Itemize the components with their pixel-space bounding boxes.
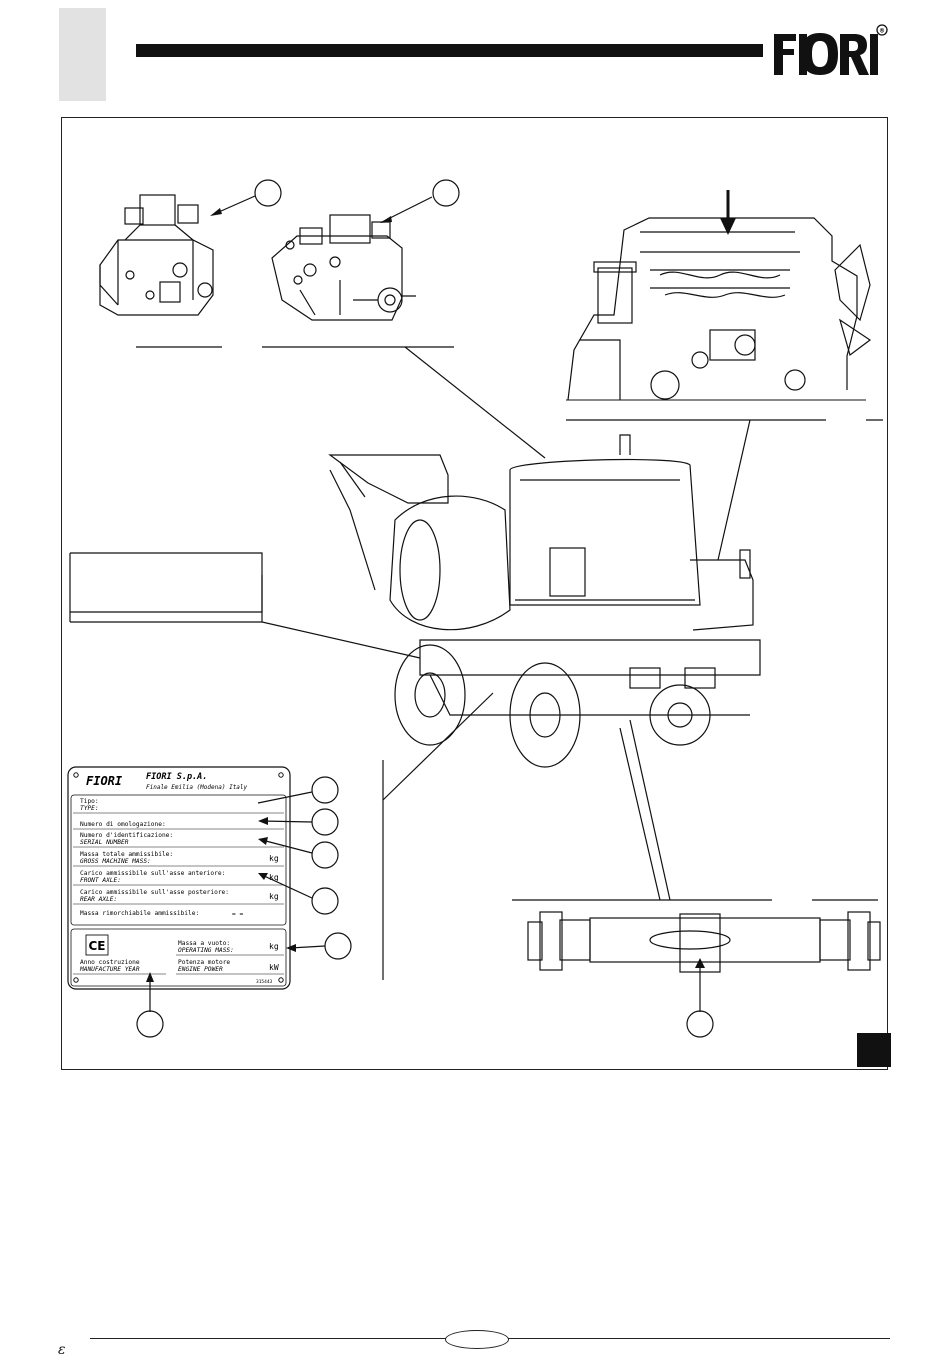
callout-circle bbox=[324, 932, 352, 960]
plate-row-label-it: Numero di omologazione: bbox=[80, 821, 166, 828]
callout-circle bbox=[311, 776, 339, 804]
plate-mass-label-en: OPERATING MASS: bbox=[178, 947, 234, 954]
registered-mark: ® bbox=[876, 24, 888, 36]
plate-row: Carico ammissibile sull'asse anteriore: … bbox=[73, 870, 284, 886]
plate-row-label-it: Massa rimorchiabile ammissibile: bbox=[80, 910, 199, 917]
plate-row-label-en: SERIAL NUMBER bbox=[80, 839, 129, 846]
plate-mass-unit: kg bbox=[269, 942, 279, 951]
plate-year-label-en: MANUFACTURE YEAR bbox=[79, 966, 140, 973]
header-rule bbox=[136, 44, 763, 57]
callout-circle bbox=[311, 841, 339, 869]
hydraulic-valve-left bbox=[99, 194, 214, 316]
callout-circle bbox=[432, 179, 460, 207]
plate-row-unit: kg bbox=[269, 892, 279, 901]
concrete-mixer-truck bbox=[328, 434, 761, 716]
plate-fiori-logo: FIORI bbox=[86, 774, 123, 788]
plate-row: Numero d'identificazione: SERIAL NUMBER bbox=[73, 832, 284, 848]
truck-wheel bbox=[649, 684, 711, 746]
page-number-oval bbox=[445, 1330, 509, 1349]
diesel-engine bbox=[567, 217, 872, 401]
hydraulic-valve-right bbox=[271, 214, 416, 321]
plate-address: Finale Emilia (Modena) Italy bbox=[146, 784, 248, 791]
plate-year-label-it: Anno costruzione bbox=[80, 959, 140, 966]
svg-text:CE: CE bbox=[88, 939, 105, 953]
ce-mark: CE bbox=[85, 934, 109, 956]
plate-part-code: 315443 bbox=[256, 979, 273, 985]
plate-row: Carico ammissibile sull'asse posteriore:… bbox=[73, 889, 284, 905]
svg-text:®: ® bbox=[880, 27, 885, 35]
callout-circle bbox=[686, 1010, 714, 1038]
callout-circle bbox=[136, 1010, 164, 1038]
plate-row-label-it: Numero d'identificazione: bbox=[80, 832, 173, 839]
callout-circle bbox=[254, 179, 282, 207]
plate-row-label-it: Carico ammissibile sull'asse posteriore: bbox=[80, 889, 229, 896]
plate-row: Massa rimorchiabile ammissibile: = = bbox=[80, 910, 243, 918]
plate-power-label-en: ENGINE POWER bbox=[178, 966, 223, 973]
section-marker bbox=[857, 1033, 891, 1067]
identification-plate: FIORI FIORI S.p.A. Finale Emilia (Modena… bbox=[67, 766, 291, 990]
figure-frame bbox=[61, 117, 888, 1070]
plate-row-label-it: Tipo: bbox=[80, 798, 99, 805]
section-tab bbox=[59, 8, 106, 101]
plate-row-unit: kg bbox=[269, 873, 279, 882]
plate-row-label-it: Carico ammissibile sull'asse anteriore: bbox=[80, 870, 225, 877]
callout-circle bbox=[311, 808, 339, 836]
plate-row-label-en: TYPE: bbox=[80, 805, 99, 812]
plate-row: Massa totale ammissibile: GROSS MACHINE … bbox=[73, 851, 284, 867]
plate-row: Tipo: TYPE: bbox=[73, 798, 284, 814]
fiori-logo: ® bbox=[774, 24, 888, 75]
plate-mass-label-it: Massa a vuoto: bbox=[178, 940, 230, 947]
plate-company: FIORI S.p.A. bbox=[146, 772, 207, 782]
truck-wheel bbox=[509, 662, 581, 768]
plate-row-unit: kg bbox=[269, 854, 279, 863]
plate-row-label-it: Massa totale ammissibile: bbox=[80, 851, 173, 858]
svg-text:FIORI: FIORI bbox=[86, 774, 123, 788]
plate-row-label-en: REAR AXLE: bbox=[80, 896, 117, 903]
plate-power-unit: kW bbox=[269, 963, 279, 972]
footer-page-letter: ε bbox=[58, 1342, 66, 1358]
callout-circle bbox=[311, 887, 339, 915]
plate-row-label-en: GROSS MACHINE MASS: bbox=[80, 858, 151, 865]
plate-row-label-en: FRONT AXLE: bbox=[80, 877, 121, 884]
plate-row: Numero di omologazione: bbox=[73, 821, 284, 830]
plate-row-unit: = = bbox=[232, 911, 243, 918]
truck-wheel bbox=[394, 644, 466, 746]
plate-power-label-it: Potenza motore bbox=[178, 959, 230, 966]
